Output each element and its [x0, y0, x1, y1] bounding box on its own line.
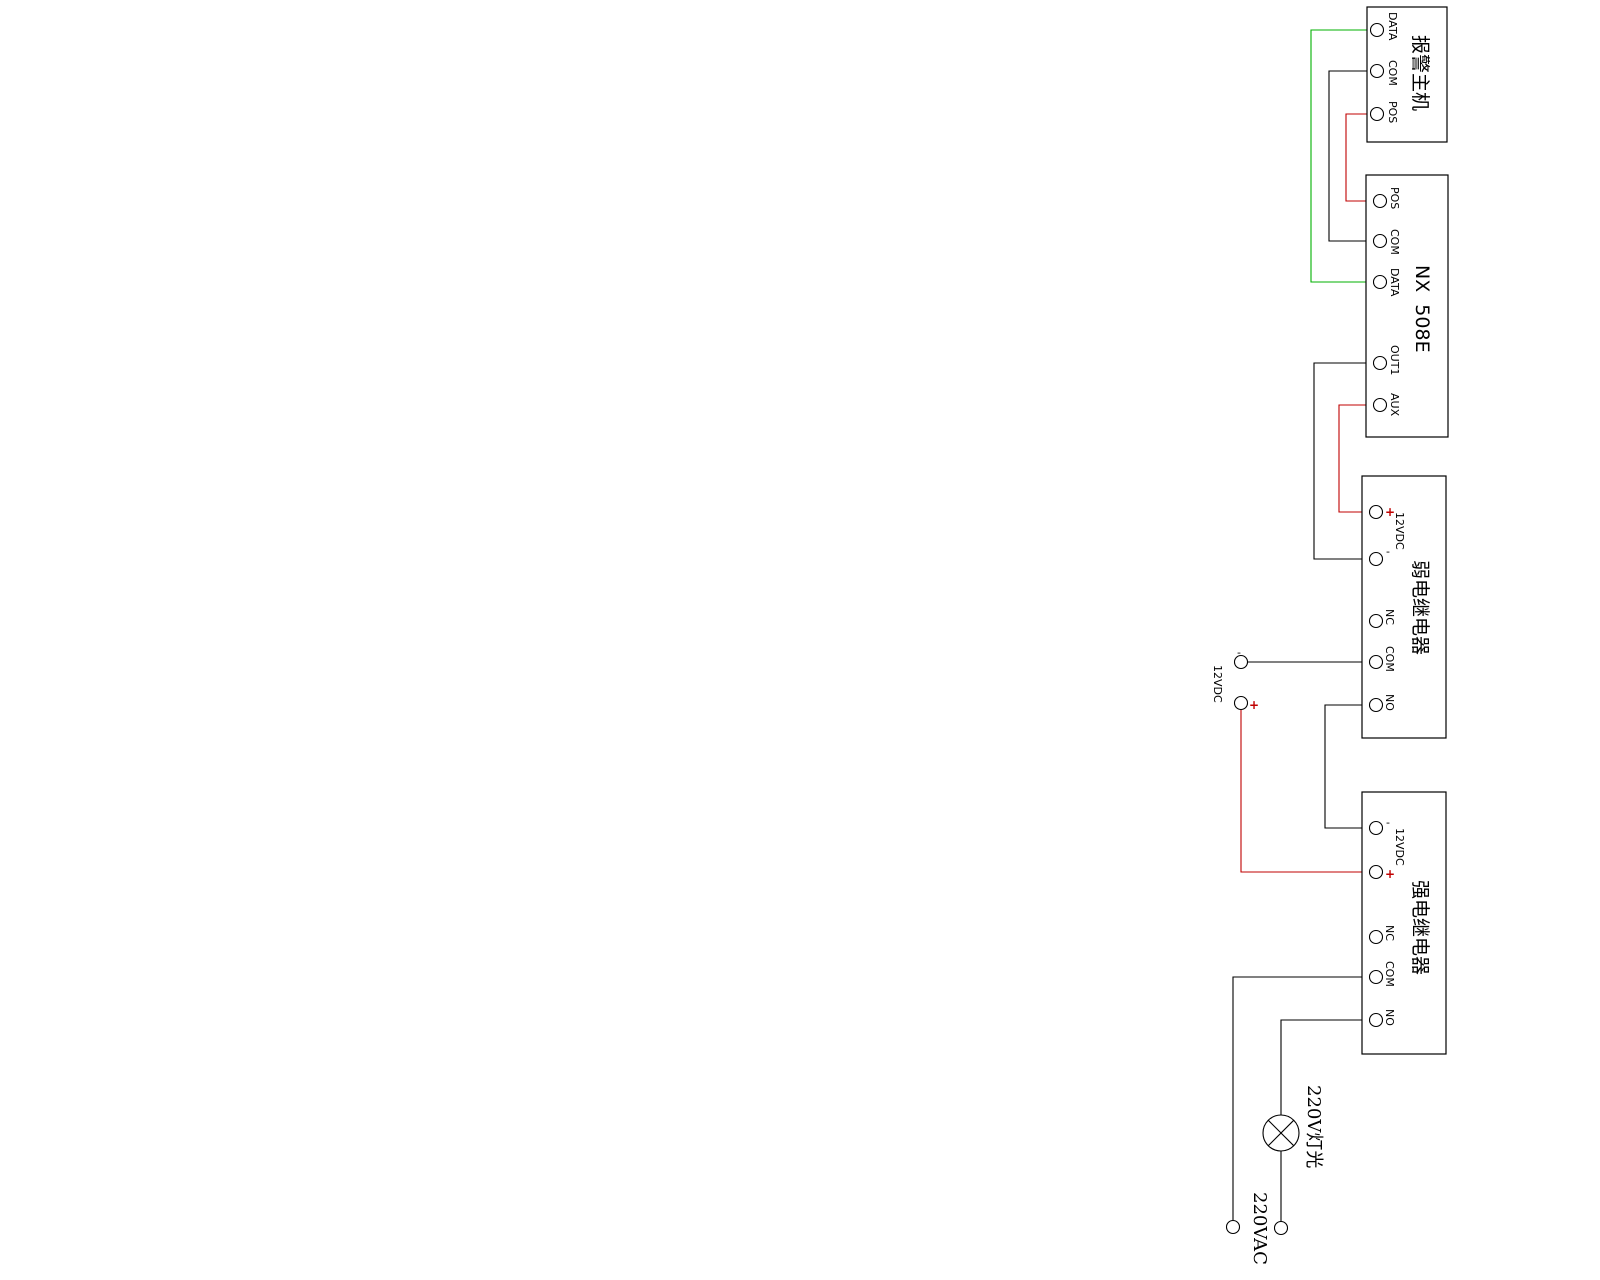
strong-relay-plus-sign: + [1385, 867, 1395, 881]
strong-relay-label-com: COM [1383, 961, 1396, 987]
wire-com [1328, 70, 1380, 242]
weak-relay-title: 弱电继电器 [1409, 560, 1431, 655]
weak-relay-terminal-no [1368, 697, 1384, 713]
nx-label-data: DATA [1388, 268, 1401, 297]
wire-ext-plus [1240, 703, 1376, 873]
wire-pos [1345, 113, 1380, 202]
alarm-host-terminal-pos [1369, 106, 1385, 122]
strong-relay-label-nc: NC [1383, 925, 1396, 941]
strong-relay-terminal-minus [1368, 820, 1384, 836]
wires [1232, 29, 1380, 1221]
nx-label-out1: OUT1 [1388, 345, 1401, 375]
strong-relay-terminal-com [1368, 969, 1384, 985]
external-supply-terminal-minus [1233, 654, 1249, 670]
wire-aux [1338, 404, 1380, 513]
lamp: 220V灯光 [1262, 1085, 1324, 1168]
external-supply: - + 12VDC [1211, 646, 1259, 712]
wire-strong-no [1280, 1019, 1376, 1115]
external-supply-label: 12VDC [1211, 665, 1224, 703]
external-supply-plus-sign: + [1249, 698, 1259, 712]
nx-terminal-aux [1372, 397, 1388, 413]
nx-module-box [1365, 174, 1449, 438]
weak-relay: + - 12VDC NC COM NO 弱电继电器 [1361, 475, 1447, 739]
alarm-host-label-com: COM [1386, 60, 1399, 86]
strong-relay-supply-label: 12VDC [1393, 828, 1406, 866]
mains-terminal-b [1273, 1220, 1289, 1236]
nx-terminal-com [1372, 233, 1388, 249]
external-supply-minus-sign: - [1237, 646, 1241, 659]
external-supply-terminal-plus [1233, 695, 1249, 711]
weak-relay-plus-sign: + [1385, 505, 1395, 519]
weak-relay-terminal-nc [1368, 613, 1384, 629]
weak-relay-minus-sign: - [1386, 545, 1390, 558]
alarm-host-label-pos: POS [1386, 101, 1399, 123]
lamp-label: 220V灯光 [1303, 1085, 1324, 1168]
wire-out1 [1313, 362, 1380, 560]
strong-relay-terminal-no [1368, 1012, 1384, 1028]
weak-relay-box [1361, 475, 1447, 739]
nx-label-com: COM [1388, 229, 1401, 255]
strong-relay-box [1361, 791, 1447, 1055]
wire-data [1310, 29, 1380, 283]
weak-relay-terminal-com [1368, 654, 1384, 670]
alarm-host-terminal-data [1369, 22, 1385, 38]
strong-relay-title: 强电继电器 [1409, 880, 1431, 975]
mains: 220VAC [1225, 1192, 1289, 1265]
nx-module-title: NX 508E [1411, 265, 1433, 353]
weak-relay-terminal-plus [1368, 504, 1384, 520]
alarm-host-label-data: DATA [1386, 12, 1399, 41]
weak-relay-label-no: NO [1383, 694, 1396, 711]
strong-relay-terminal-plus [1368, 864, 1384, 880]
nx-terminal-data [1372, 274, 1388, 290]
strong-relay-label-no: NO [1383, 1009, 1396, 1026]
nx-module: POS COM DATA OUT1 AUX NX 508E [1365, 174, 1449, 438]
alarm-host-terminal-com [1369, 63, 1385, 79]
weak-relay-terminal-minus [1368, 551, 1384, 567]
nx-label-aux: AUX [1388, 393, 1401, 417]
strong-relay-terminal-nc [1368, 929, 1384, 945]
nx-terminal-pos [1372, 193, 1388, 209]
mains-terminal-a [1225, 1219, 1241, 1235]
nx-label-pos: POS [1388, 187, 1401, 209]
strong-relay: - + 12VDC NC COM NO 强电继电器 [1361, 791, 1447, 1055]
lamp-icon [1262, 1114, 1300, 1152]
nx-terminal-out1 [1372, 355, 1388, 371]
alarm-host: DATA COM POS 报警主机 [1366, 6, 1448, 143]
wire-weak-no [1324, 704, 1376, 829]
alarm-host-title: 报警主机 [1409, 35, 1431, 111]
weak-relay-label-com: COM [1383, 646, 1396, 672]
strong-relay-minus-sign: - [1386, 816, 1390, 829]
mains-label: 220VAC [1249, 1192, 1270, 1265]
weak-relay-supply-label: 12VDC [1393, 512, 1406, 550]
wire-strong-com [1232, 976, 1376, 1220]
weak-relay-label-nc: NC [1383, 609, 1396, 625]
